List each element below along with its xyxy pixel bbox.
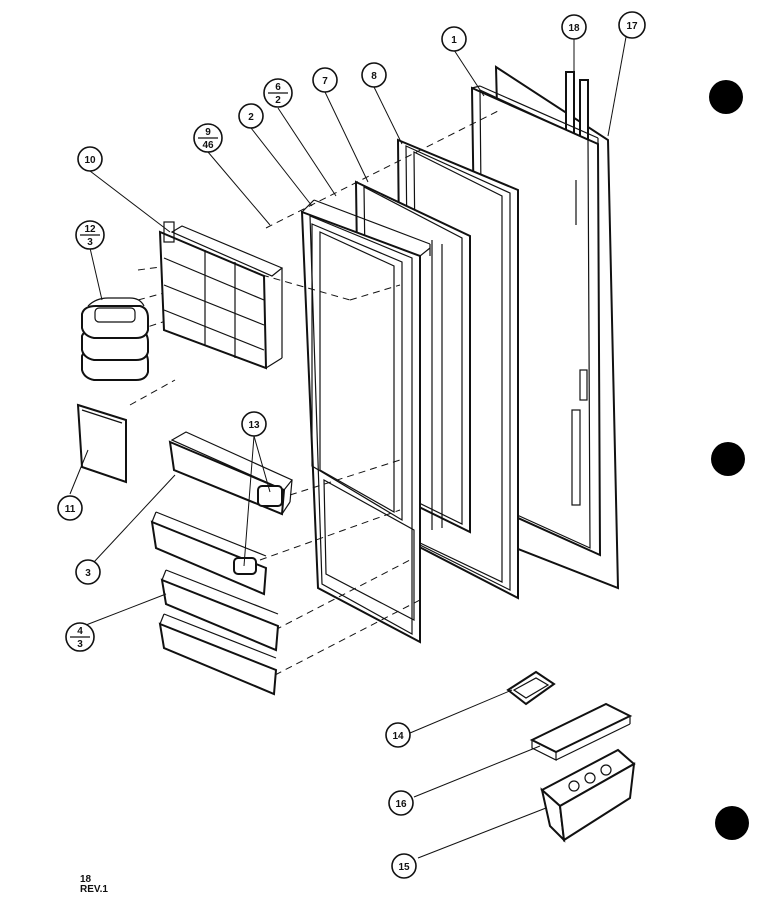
door-bin-lower xyxy=(158,613,278,696)
svg-text:3: 3 xyxy=(77,639,83,650)
svg-text:15: 15 xyxy=(398,862,410,873)
callout-11: 11 xyxy=(57,495,83,521)
panel-11 xyxy=(76,403,127,484)
svg-text:13: 13 xyxy=(248,420,260,431)
shelf-rack-10 xyxy=(158,221,284,370)
revision-number: REV.1 xyxy=(80,884,108,895)
svg-text:2: 2 xyxy=(248,112,254,123)
door-inner-frame-2 xyxy=(300,199,431,644)
svg-text:12: 12 xyxy=(84,224,96,235)
cover-16 xyxy=(529,702,633,761)
callout-2: 2 xyxy=(238,103,264,129)
svg-text:1: 1 xyxy=(451,35,457,46)
dairy-bin-3 xyxy=(168,431,293,516)
svg-text:46: 46 xyxy=(202,140,214,151)
svg-text:8: 8 xyxy=(371,71,377,82)
door-bin-middle xyxy=(160,569,280,652)
svg-text:10: 10 xyxy=(84,155,96,166)
callout-10: 10 xyxy=(77,146,103,172)
leader-lines xyxy=(69,36,627,859)
binder-hole-middle xyxy=(711,442,745,476)
svg-text:7: 7 xyxy=(322,76,328,87)
tray-14 xyxy=(506,670,556,706)
svg-text:2: 2 xyxy=(275,95,281,106)
callout-4-3: 4 3 xyxy=(65,622,95,652)
callout-6-2: 6 2 xyxy=(263,78,293,108)
stacked-bins-12 xyxy=(81,297,149,381)
callout-14: 14 xyxy=(385,722,411,748)
callout-9-46: 9 46 xyxy=(193,123,223,153)
svg-text:14: 14 xyxy=(392,731,404,742)
callout-17: 17 xyxy=(618,11,646,39)
callout-13: 13 xyxy=(241,411,267,437)
svg-text:9: 9 xyxy=(205,127,211,138)
ice-bin-15 xyxy=(540,748,636,843)
callout-8: 8 xyxy=(361,62,387,88)
callout-7: 7 xyxy=(312,67,338,93)
svg-text:4: 4 xyxy=(77,626,83,637)
svg-text:11: 11 xyxy=(65,504,76,515)
callout-1: 1 xyxy=(441,26,467,52)
callout-3: 3 xyxy=(75,559,101,585)
binder-hole-top xyxy=(709,80,743,114)
callout-12-3: 12 3 xyxy=(75,220,105,250)
svg-text:18: 18 xyxy=(568,23,580,34)
svg-text:3: 3 xyxy=(85,568,91,579)
svg-text:16: 16 xyxy=(395,799,407,810)
svg-text:17: 17 xyxy=(626,21,638,32)
svg-text:3: 3 xyxy=(87,237,93,248)
callout-16: 16 xyxy=(388,790,414,816)
page-number: 18 xyxy=(80,874,92,885)
callout-18: 18 xyxy=(561,14,587,40)
binder-hole-bottom xyxy=(715,806,749,840)
revision-label: 18 REV.1 xyxy=(80,875,108,895)
door-bin-upper xyxy=(150,511,268,596)
svg-text:6: 6 xyxy=(275,82,281,93)
callout-15: 15 xyxy=(391,853,417,879)
